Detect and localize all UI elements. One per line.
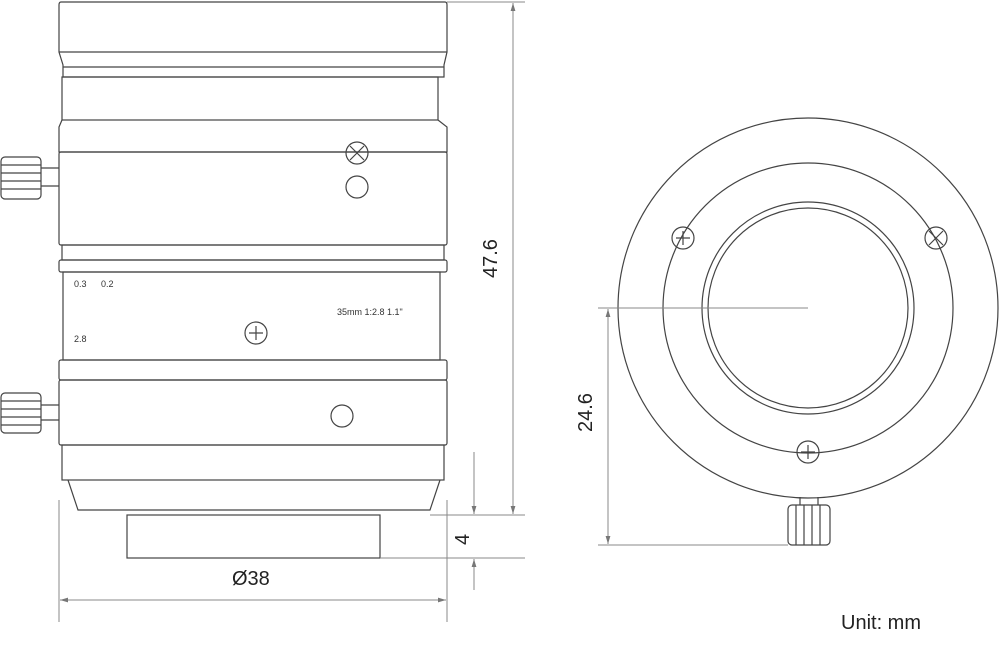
hole-icon <box>330 404 354 428</box>
center-height-dimension: 24.6 <box>575 393 597 432</box>
screw-icon <box>924 226 948 250</box>
front-view <box>598 117 999 546</box>
mount-length-dimension: 4 <box>452 533 474 545</box>
knob-icon <box>787 497 831 546</box>
screw-icon <box>244 321 268 345</box>
side-view <box>0 1 448 559</box>
unit-label: Unit: mm <box>841 612 921 634</box>
distance-mark-0.2: 0.2 <box>101 279 114 289</box>
dimension-lines <box>58 1 525 622</box>
overall-length-dimension: 47.6 <box>480 239 502 278</box>
distance-mark-0.3: 0.3 <box>74 279 87 289</box>
lens-spec-text: 35mm 1:2.8 1.1" <box>337 307 403 317</box>
hole-icon <box>345 175 369 199</box>
screw-icon <box>796 440 820 464</box>
aperture-mark: 2.8 <box>74 334 87 344</box>
screw-icon <box>671 226 695 250</box>
knob-icon <box>0 156 59 434</box>
diameter-dimension: Ø38 <box>232 568 270 590</box>
screw-icon <box>345 141 369 165</box>
